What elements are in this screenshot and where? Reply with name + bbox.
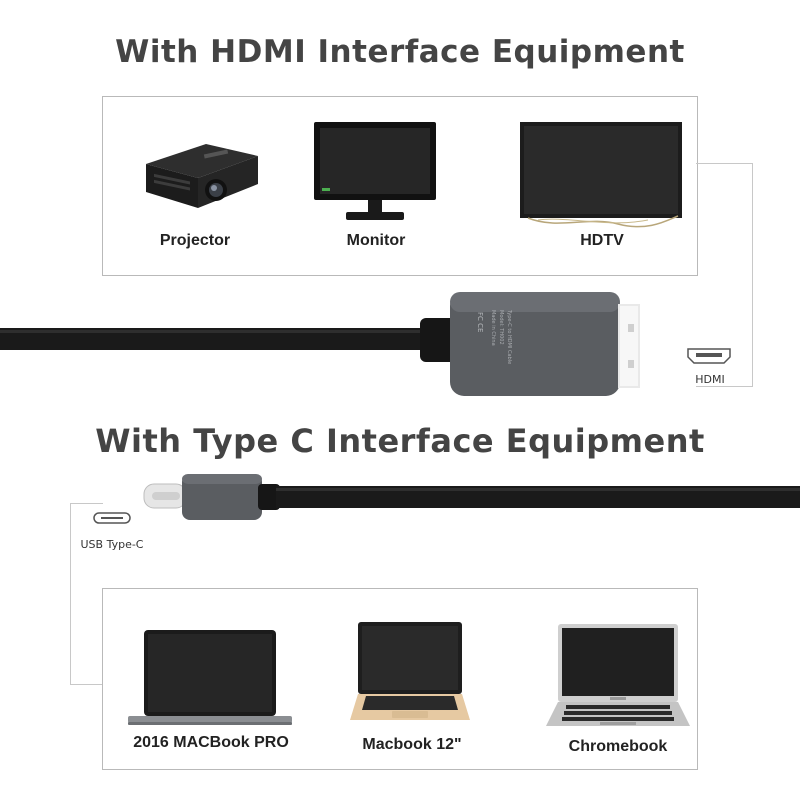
usbc-port-icon bbox=[93, 512, 131, 524]
laptop-gold-icon bbox=[350, 622, 470, 720]
device-label-monitor: Monitor bbox=[346, 232, 406, 249]
svg-text:Type-C to HDMI Cable: Type-C to HDMI Cable bbox=[506, 309, 512, 364]
port-label-hdmi: HDMI bbox=[695, 373, 725, 386]
port-label-usbc: USB Type-C bbox=[80, 538, 144, 551]
monitor-icon bbox=[314, 122, 436, 220]
section-heading-hdmi: With HDMI Interface Equipment bbox=[115, 34, 685, 70]
device-label-macbook-12: Macbook 12" bbox=[362, 736, 462, 753]
usbc-cable bbox=[143, 474, 800, 520]
section-heading-typec: With Type C Interface Equipment bbox=[95, 422, 705, 460]
svg-text:FC CE: FC CE bbox=[476, 312, 484, 332]
usbc-connector-line bbox=[70, 503, 103, 685]
device-label-hdtv: HDTV bbox=[580, 232, 624, 249]
device-label-projector: Projector bbox=[159, 232, 231, 249]
hdmi-connector-line bbox=[696, 163, 753, 387]
device-label-macbook-pro: 2016 MACBook PRO bbox=[133, 734, 289, 751]
laptop-icon bbox=[128, 630, 292, 725]
tv-icon bbox=[520, 122, 682, 228]
svg-text:Made in China: Made in China bbox=[490, 310, 496, 346]
device-label-chromebook: Chromebook bbox=[568, 738, 668, 755]
hdmi-cable: Type-C to HDMI Cable Model: TH002 Made i… bbox=[0, 292, 640, 396]
hdmi-port-icon bbox=[687, 348, 731, 364]
projector-icon bbox=[146, 144, 258, 208]
usbc-connector-tick bbox=[70, 503, 90, 504]
svg-text:Model: TH002: Model: TH002 bbox=[498, 310, 504, 345]
chromebook-icon bbox=[546, 624, 690, 726]
